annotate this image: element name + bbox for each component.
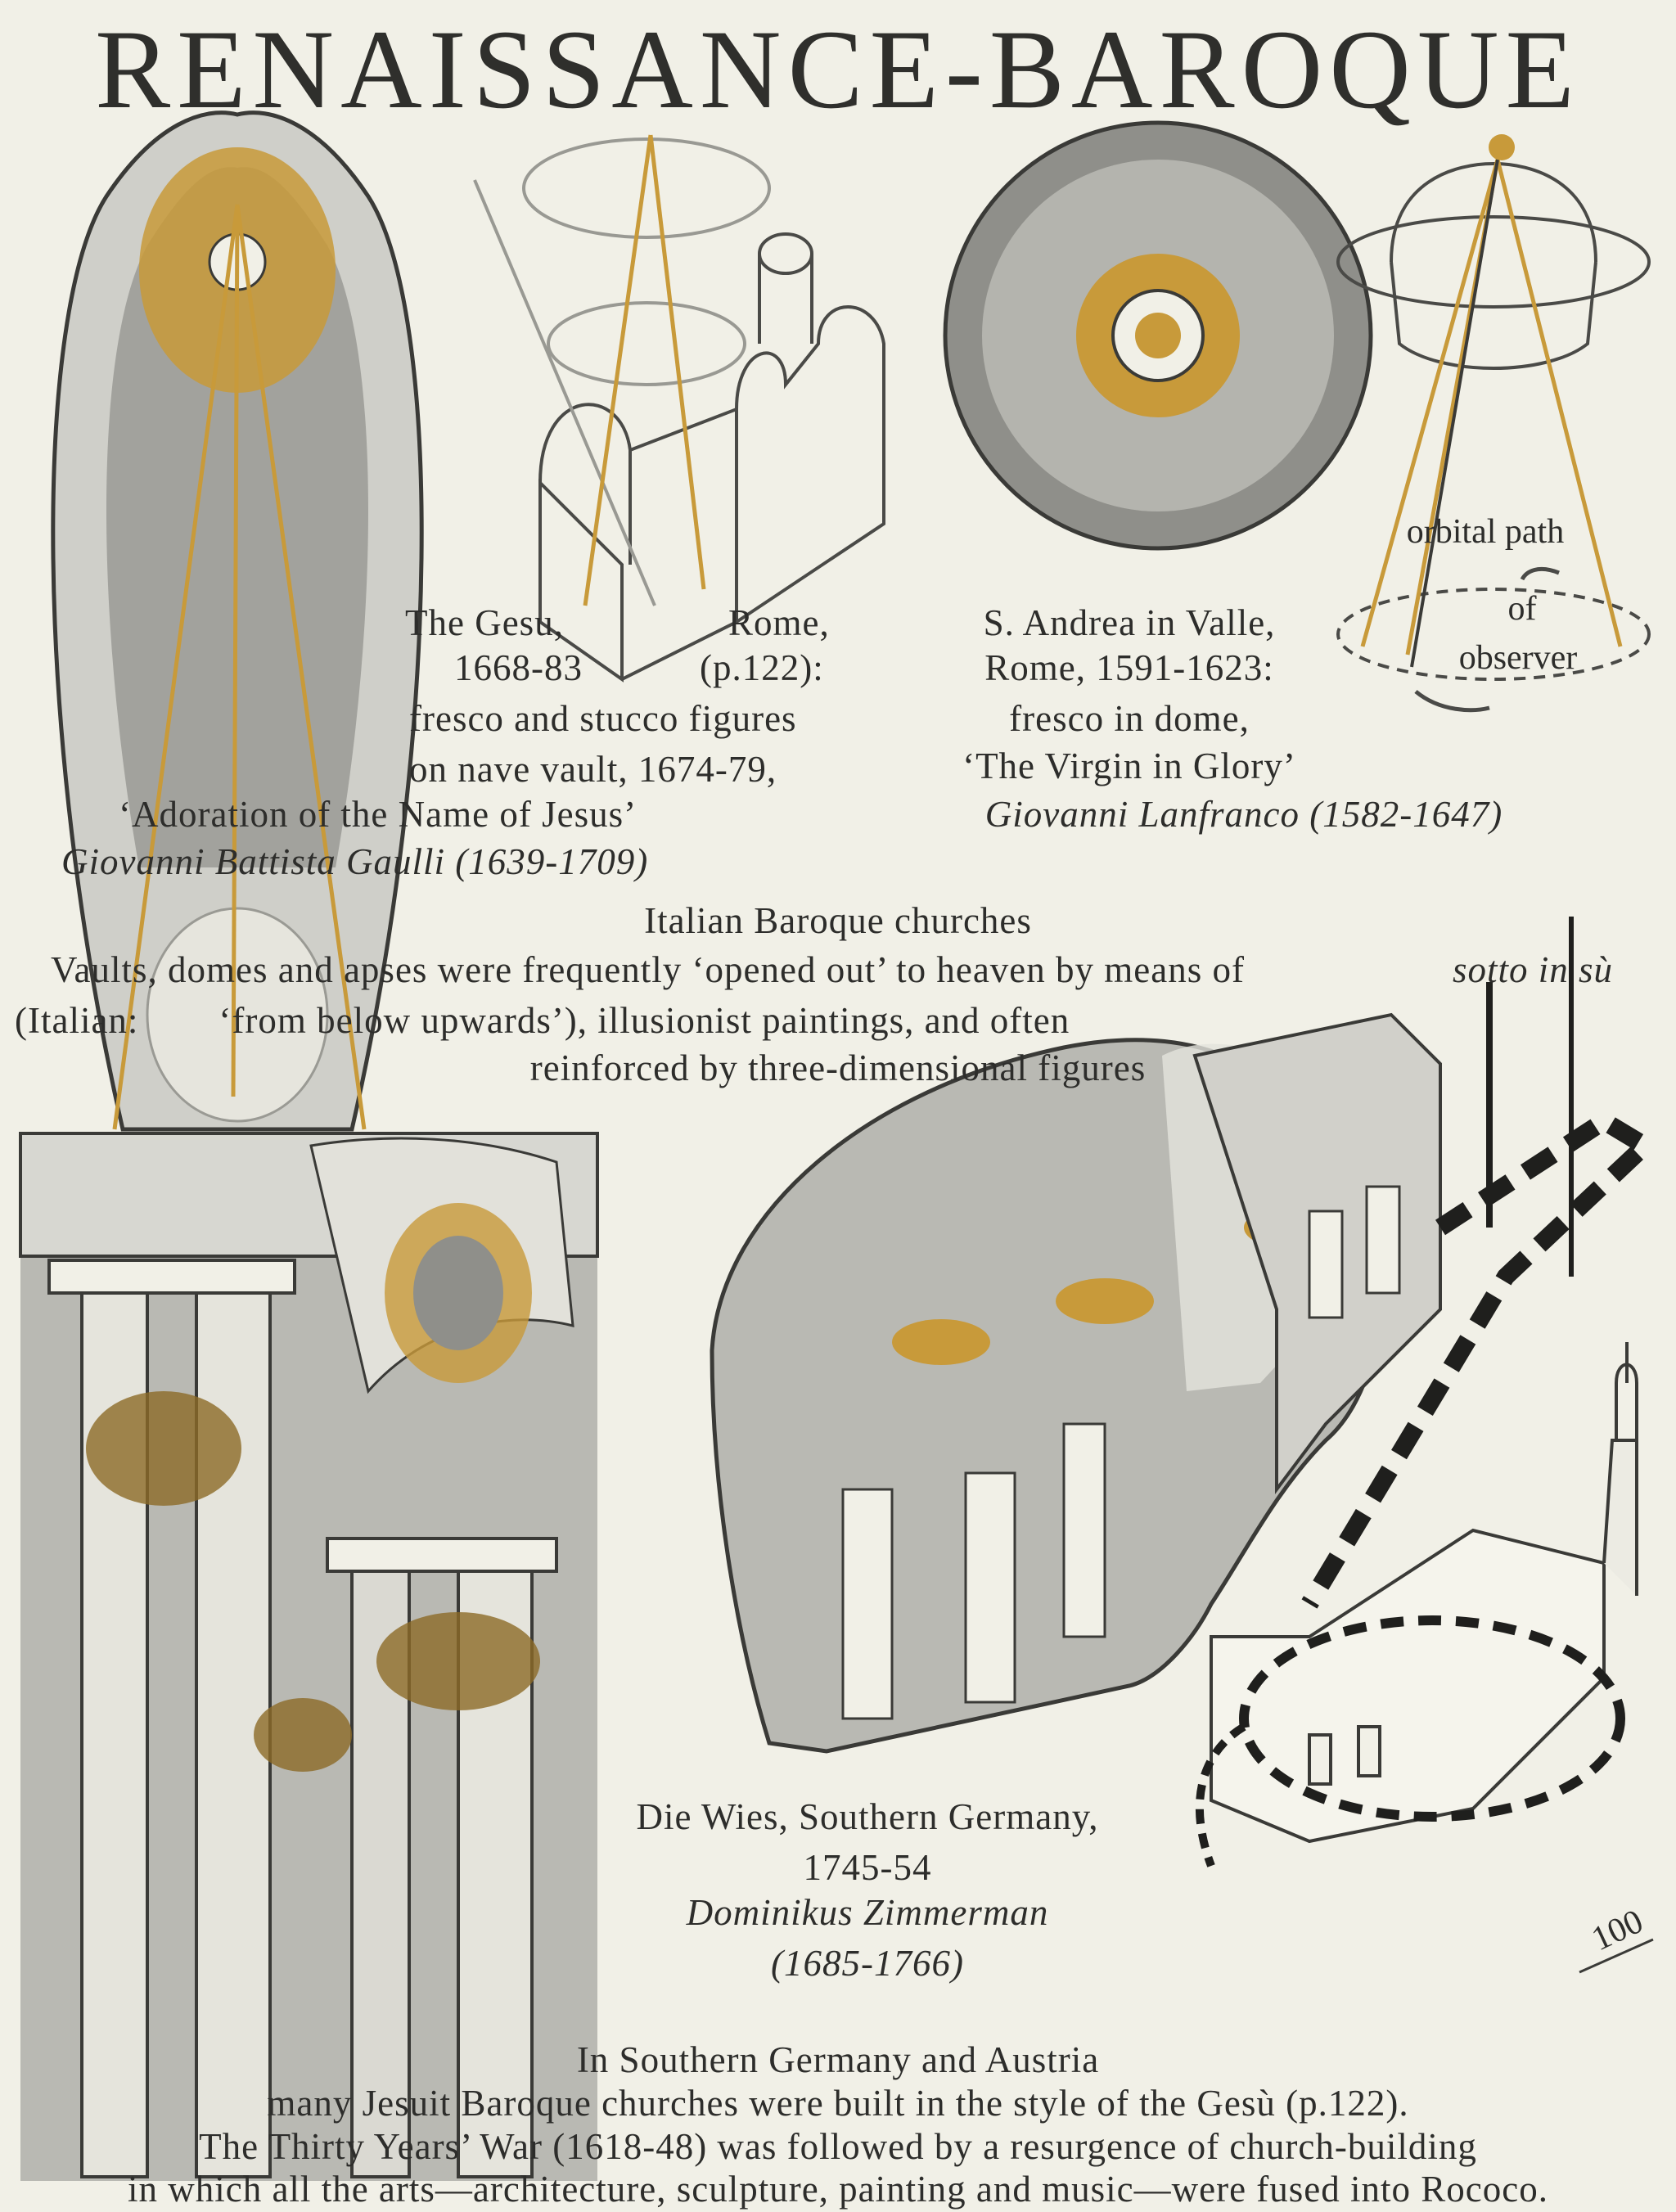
footer-line3: The Thirty Years’ War (1618-48) was foll… [199, 2126, 1477, 2167]
orbital-sight-lines [1360, 159, 1623, 655]
page-title: RENAISSANCE-BAROQUE [95, 7, 1581, 132]
gesu-caption-line1a: The Gesu, [405, 602, 564, 643]
orbital-label-line3: observer [1458, 639, 1578, 677]
footer-line4: in which all the arts—architecture, scul… [127, 2169, 1548, 2210]
italian-heading: Italian Baroque churches [644, 900, 1032, 941]
gesu-caption-line2b: (p.122): [700, 647, 824, 688]
italian-line1b: sotto in sù [1453, 949, 1614, 990]
footer-line2: many Jesuit Baroque churches were built … [267, 2083, 1409, 2124]
gesu-axo-sight-lines [583, 134, 706, 606]
gesu-artist: Giovanni Battista Gaulli (1639-1709) [61, 841, 649, 882]
andrea-caption-line4: ‘The Virgin in Glory’ [962, 746, 1296, 786]
andrea-caption-line1: S. Andrea in Valle, [983, 602, 1276, 643]
gesu-caption-line2a: 1668-83 [454, 647, 583, 688]
italian-line2: (Italian: ‘from below upwards’), illusio… [15, 1000, 1070, 1041]
footer-line1: In Southern Germany and Austria [576, 2039, 1100, 2080]
italian-line3: reinforced by three-dimensional figures [529, 1047, 1147, 1088]
gesu-caption-line5: ‘Adoration of the Name of Jesus’ [119, 794, 638, 835]
gesu-sight-lines [112, 204, 367, 1130]
column-interior [19, 1132, 599, 2181]
orbital-diagram [1336, 161, 1651, 713]
orbital-label-line2: of [1507, 590, 1537, 628]
wies-caption-line1: Die Wies, Southern Germany, [636, 1796, 1099, 1837]
die-wies-exterior [1195, 1342, 1654, 1974]
andrea-artist: Giovanni Lanfranco (1582-1647) [984, 794, 1503, 835]
italian-line1a: Vaults, domes and apses were frequently … [51, 949, 1245, 990]
wies-dates: (1685-1766) [771, 1943, 964, 1984]
andrea-dome-fresco [943, 120, 1373, 551]
wies-architect: Dominikus Zimmerman [686, 1892, 1049, 1933]
gesu-caption-line3: fresco and stucco figures [409, 698, 797, 739]
orbital-label-line1: orbital path [1406, 513, 1565, 551]
die-wies-arcade [1192, 917, 1660, 1609]
andrea-caption-line2: Rome, 1591-1623: [984, 647, 1274, 688]
andrea-caption-line3: fresco in dome, [1009, 698, 1250, 739]
gesu-caption-line4: on nave vault, 1674-79, [409, 749, 777, 790]
wies-caption-line2: 1745-54 [803, 1847, 932, 1888]
gesu-axonometric [473, 137, 885, 683]
gesu-caption-line1b: Rome, [728, 602, 830, 643]
